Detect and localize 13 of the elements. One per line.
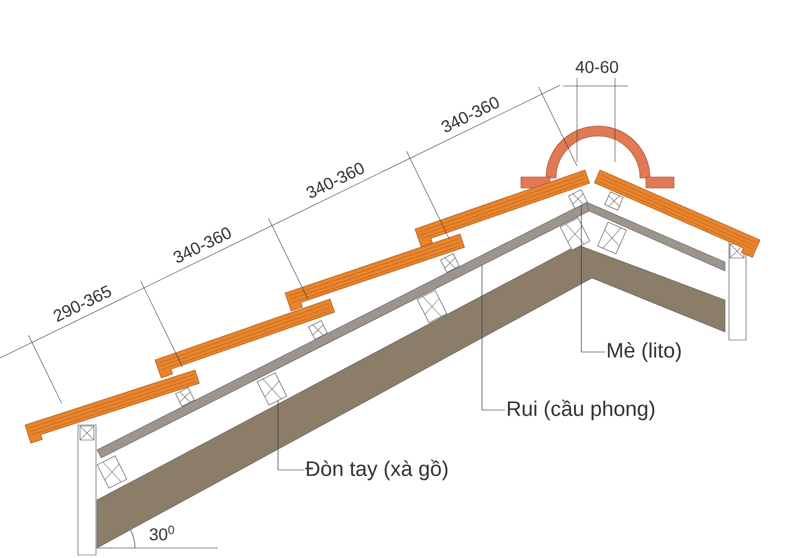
purlin [597,222,627,254]
callout-label: Đòn tay (xà gồ) [305,460,448,480]
leader-line [581,205,606,352]
batten [80,426,94,440]
leader-line [278,400,304,470]
callout-label: Rui (cầu phong) [508,400,654,420]
angle-label: 30$^{0}$ [150,526,174,540]
batten [440,253,460,273]
leader-line [482,264,506,410]
dimension-label: 40-60 [576,60,618,74]
batten [568,189,588,209]
callout-label: Mè (lito) [608,342,681,362]
batten [308,320,328,340]
